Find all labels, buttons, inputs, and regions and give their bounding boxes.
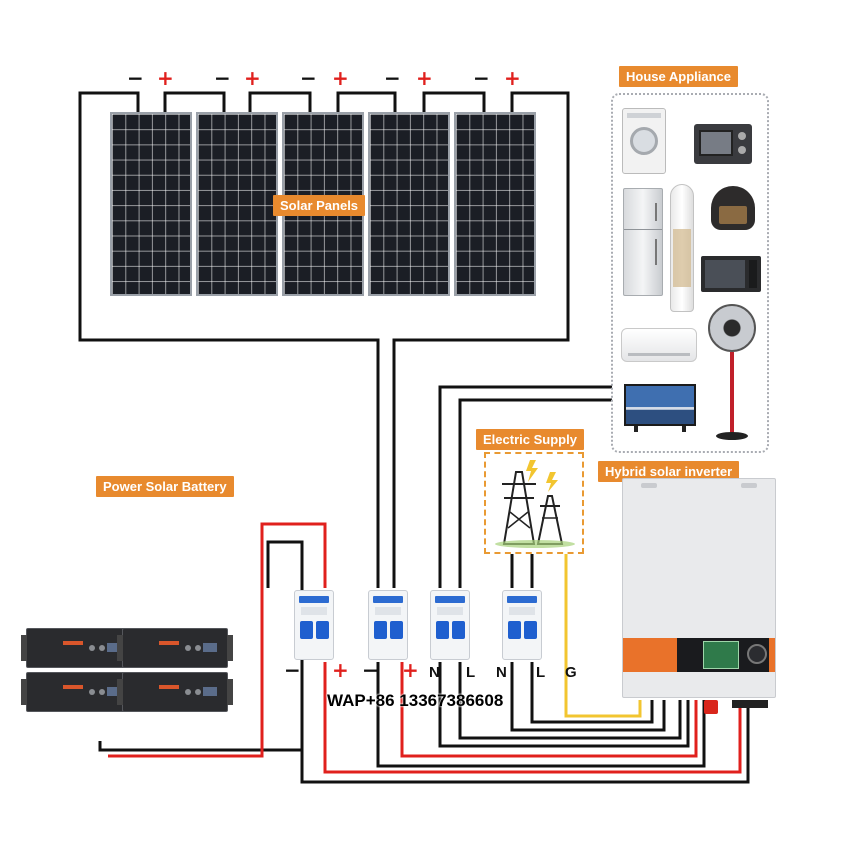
breaker-grid[interactable] [502, 590, 542, 660]
microwave-icon [701, 256, 761, 292]
contact-text: WAP+86 13367386608 [327, 691, 504, 710]
breaker-solar[interactable] [368, 590, 408, 660]
solar-panel-2 [196, 112, 278, 296]
panel-1-negative: − [127, 66, 144, 90]
terminal-solar-negative: − [362, 658, 379, 682]
panel-3-positive: + [332, 66, 349, 90]
toaster-oven-icon [694, 124, 752, 164]
terminal-appliance-live: L [466, 664, 476, 681]
appliance-group [611, 93, 769, 453]
split-air-conditioner-icon [621, 328, 697, 362]
solar-panel-5 [454, 112, 536, 296]
panel-3-negative: − [300, 66, 317, 90]
hybrid-solar-inverter [622, 478, 776, 698]
terminal-battery-positive: + [332, 658, 349, 682]
battery-module-4 [117, 672, 233, 712]
terminal-grid-live: L [536, 664, 546, 681]
panel-1-positive: + [157, 66, 174, 90]
solar-array-wires [78, 91, 570, 588]
electric-supply-label: Electric Supply [476, 429, 584, 450]
battery-module-2 [117, 628, 233, 668]
terminal-solar-positive: + [402, 658, 419, 682]
tower-air-conditioner-icon [670, 184, 694, 312]
television-icon [624, 384, 696, 432]
inverter-terminal-block [732, 700, 768, 708]
panel-5-negative: − [473, 66, 490, 90]
inverter-wires [300, 554, 750, 784]
house-appliance-label: House Appliance [619, 66, 738, 87]
appliance-wires [438, 385, 612, 588]
panel-5-positive: + [504, 66, 521, 90]
breaker-battery[interactable] [294, 590, 334, 660]
solar-panels-label: Solar Panels [273, 195, 366, 216]
battery-module-1 [21, 628, 137, 668]
inverter-knob-icon[interactable] [747, 644, 767, 664]
hybrid-inverter-label: Hybrid solar inverter [598, 461, 740, 482]
electric-supply-box [484, 452, 584, 554]
solar-panel-4 [368, 112, 450, 296]
panel-2-positive: + [244, 66, 261, 90]
grid-wires [510, 554, 534, 588]
panel-4-positive: + [416, 66, 433, 90]
refrigerator-icon [623, 188, 663, 296]
panel-2-negative: − [214, 66, 231, 90]
inverter-power-switch[interactable] [704, 700, 718, 714]
electric-fan-icon [704, 304, 760, 444]
panel-4-negative: − [384, 66, 401, 90]
power-battery-label: Power Solar Battery [96, 476, 234, 497]
washing-machine-icon [622, 108, 666, 174]
inverter-display [703, 641, 739, 669]
terminal-ground: G [565, 664, 577, 681]
breaker-appliance[interactable] [430, 590, 470, 660]
terminal-battery-negative: − [284, 658, 301, 682]
solar-panel-1 [110, 112, 192, 296]
terminal-grid-neutral: N [496, 664, 507, 681]
rice-cooker-icon [711, 186, 755, 230]
terminal-appliance-neutral: N [429, 664, 440, 681]
power-pylon-icon [495, 460, 575, 548]
